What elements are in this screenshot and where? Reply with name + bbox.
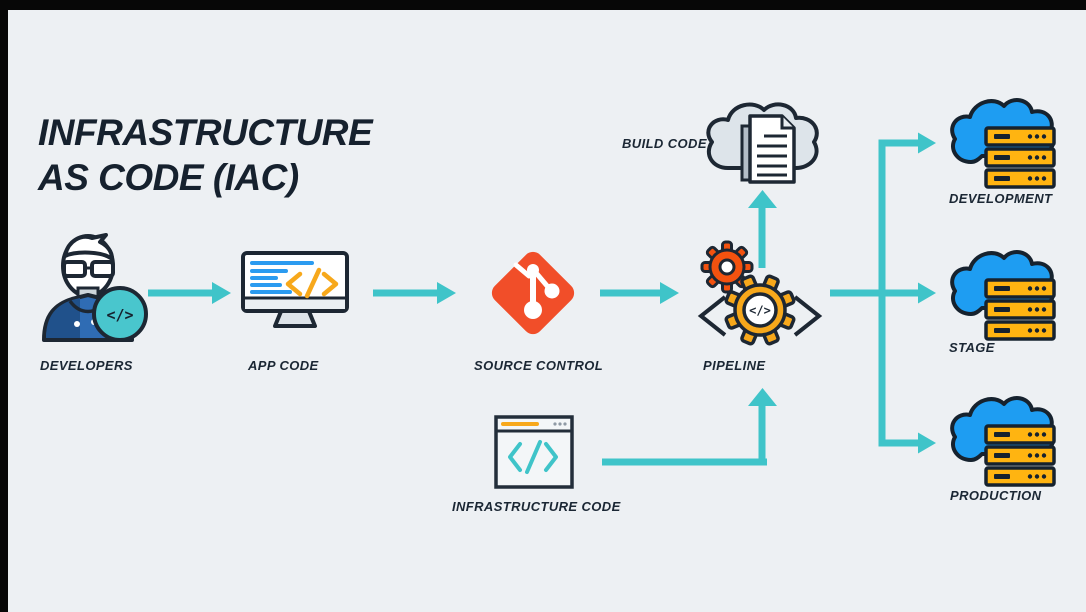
node-pipeline: </> [685, 235, 835, 348]
node-source-control [480, 240, 586, 346]
small-gear [700, 240, 754, 294]
cloud-servers-icon [950, 250, 1056, 341]
node-app-code [240, 250, 350, 332]
title-line-2: AS CODE (IAC) [38, 157, 299, 198]
cloud-servers-icon [950, 98, 1056, 189]
node-development [944, 94, 1060, 190]
top-letterbox-bar [0, 0, 1086, 10]
left-letterbox-bar [0, 0, 8, 612]
left-angle-bracket [697, 295, 727, 337]
pipeline-label: PIPELINE [703, 358, 766, 373]
node-production [944, 392, 1060, 488]
page-title: INFRASTRUCTURE AS CODE (IAC) [38, 110, 373, 200]
app-code-label: APP CODE [248, 358, 319, 373]
node-stage [944, 246, 1060, 342]
browser-code-icon [494, 415, 574, 489]
git-icon [491, 251, 575, 335]
build-code-label: BUILD CODE [622, 136, 707, 151]
right-angle-bracket [793, 295, 823, 337]
gear-code-symbol: </> [749, 304, 771, 318]
development-label: DEVELOPMENT [949, 191, 1053, 206]
production-label: PRODUCTION [950, 488, 1042, 503]
source-control-label: SOURCE CONTROL [474, 358, 604, 373]
infrastructure-code-label: INFRASTRUCTURE CODE [452, 499, 621, 514]
cloud-servers-icon [950, 396, 1056, 487]
developer-code-badge: </> [106, 306, 133, 324]
node-infrastructure-code [493, 414, 575, 490]
developers-label: DEVELOPERS [40, 358, 133, 373]
monitor-code-icon [241, 251, 349, 328]
big-gear: </> [724, 274, 796, 346]
stage-label: STAGE [949, 340, 995, 355]
title-line-1: INFRASTRUCTURE [38, 112, 373, 153]
pipeline-gears-icon: </> [697, 240, 823, 346]
cloud-document-icon [706, 102, 819, 184]
developer-person-icon: </> [42, 233, 148, 342]
node-build-code [698, 94, 828, 198]
node-developers: </> [28, 228, 148, 348]
